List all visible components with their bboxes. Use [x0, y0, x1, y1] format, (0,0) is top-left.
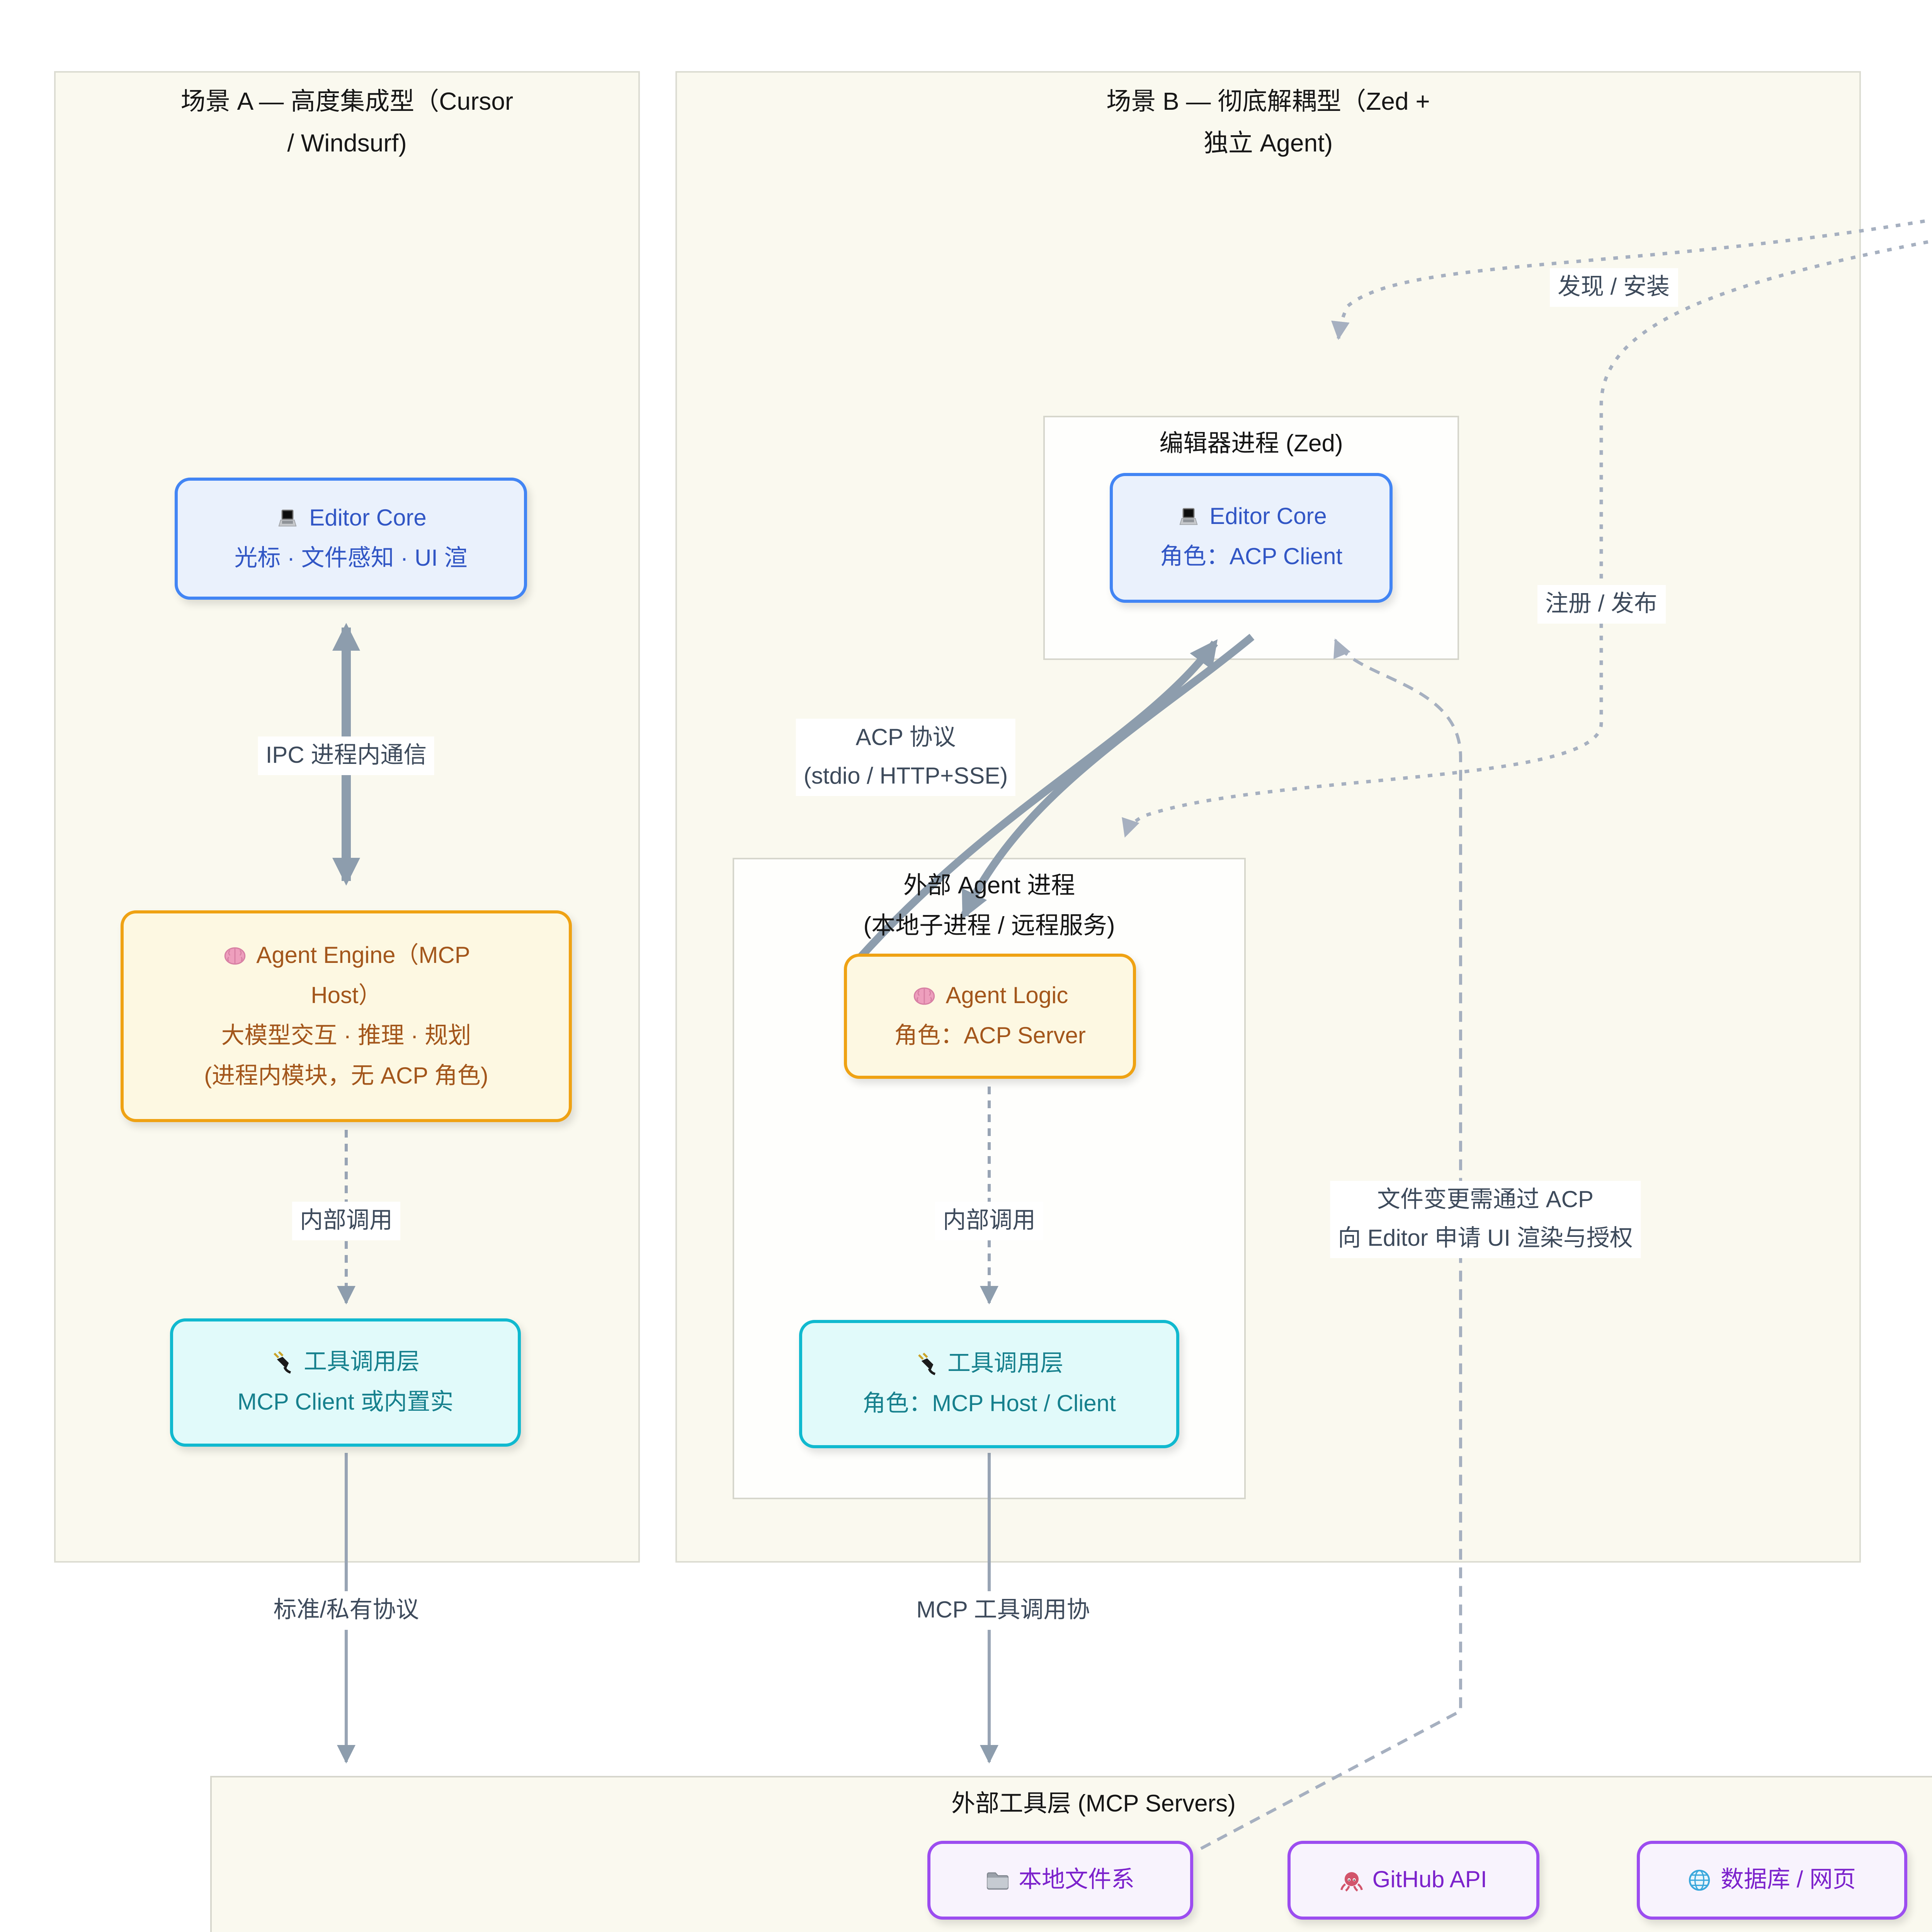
tool-layer-b-role: 角色：MCP Host / Client: [862, 1390, 1116, 1417]
file-change-label: 文件变更需通过 ACP 向 Editor 申请 UI 渲染与授权: [1330, 1181, 1641, 1258]
agent-engine-label-line1: Agent Engine（MCP: [256, 942, 470, 968]
tool-layer-a-node: 工具调用层 MCP Client 或内置实: [170, 1318, 521, 1447]
brain-icon: [912, 986, 937, 1006]
local-filesystem-node: 本地文件系: [927, 1841, 1193, 1920]
editor-process-title: 编辑器进程 (Zed): [1159, 431, 1343, 457]
file-change-label-line2: 向 Editor 申请 UI 渲染与授权: [1338, 1226, 1633, 1252]
mcp-servers-container: 外部工具层 (MCP Servers) 本地文件系 GitHub API: [210, 1776, 1932, 1932]
std-protocol-label: 标准/私有协议: [265, 1591, 427, 1630]
tool-layer-b-node: 工具调用层 角色：MCP Host / Client: [799, 1320, 1179, 1448]
scenario-b-title: 场景 B — 彻底解耦型（Zed + 独立 Agent): [677, 82, 1859, 165]
scenario-a-title-line1: 场景 A — 高度集成型（Cursor: [180, 90, 514, 116]
brain-icon: [222, 946, 247, 966]
tool-layer-b-label: 工具调用层: [947, 1350, 1063, 1376]
acp-protocol-label-line2: (stdio / HTTP+SSE): [803, 764, 1008, 790]
register-publish-label: 注册 / 发布: [1537, 585, 1665, 624]
local-filesystem-label: 本地文件系: [1018, 1866, 1134, 1893]
plug-icon: [271, 1351, 294, 1374]
agent-logic-role: 角色：ACP Server: [894, 1022, 1086, 1049]
editor-core-a-subtitle: 光标 · 文件感知 · UI 渲: [234, 545, 468, 571]
acp-protocol-label-line1: ACP 协议: [855, 725, 956, 751]
laptop-icon: [275, 508, 300, 529]
editor-process-container: 编辑器进程 (Zed) Editor Core 角色：ACP Client: [1043, 416, 1459, 660]
agent-process-title-line1: 外部 Agent 进程: [903, 873, 1075, 900]
agent-engine-desc1: 大模型交互 · 推理 · 规划: [221, 1022, 471, 1049]
editor-core-a-label: Editor Core: [309, 505, 427, 531]
editor-core-b-node: Editor Core 角色：ACP Client: [1110, 473, 1393, 603]
agent-engine-node: Agent Engine（MCP Host） 大模型交互 · 推理 · 规划 (…: [121, 910, 572, 1122]
agent-process-title-line2: (本地子进程 / 远程服务): [863, 913, 1115, 940]
internal-call-b-label: 内部调用: [935, 1202, 1044, 1240]
editor-core-b-label: Editor Core: [1209, 504, 1327, 530]
octopus-icon: [1340, 1869, 1363, 1891]
globe-icon: [1688, 1869, 1711, 1892]
tool-layer-a-subtitle: MCP Client 或内置实: [237, 1389, 454, 1415]
agent-engine-label-line2: Host）: [311, 982, 382, 1009]
editor-core-a-node: Editor Core 光标 · 文件感知 · UI 渲: [175, 478, 527, 600]
file-change-label-line1: 文件变更需通过 ACP: [1377, 1187, 1594, 1213]
scenario-b-title-line1: 场景 B — 彻底解耦型（Zed +: [1106, 90, 1430, 116]
scenario-a-title-line2: / Windsurf): [287, 131, 407, 158]
tool-layer-a-label: 工具调用层: [303, 1349, 420, 1375]
editor-core-b-role: 角色：ACP Client: [1160, 544, 1343, 570]
mcp-protocol-label: MCP 工具调用协: [908, 1591, 1098, 1630]
github-api-label: GitHub API: [1372, 1866, 1487, 1893]
mcp-servers-title: 外部工具层 (MCP Servers): [951, 1791, 1236, 1818]
discover-install-label: 发现 / 安装: [1549, 268, 1678, 307]
agent-logic-node: Agent Logic 角色：ACP Server: [844, 954, 1136, 1079]
folder-icon: [986, 1870, 1009, 1890]
agent-logic-label: Agent Logic: [946, 982, 1068, 1009]
scenario-a-title: 场景 A — 高度集成型（Cursor / Windsurf): [56, 82, 638, 165]
external-agent-process-title: 外部 Agent 进程 (本地子进程 / 远程服务): [734, 867, 1244, 947]
scenario-b-title-line2: 独立 Agent): [1203, 131, 1333, 158]
ipc-label: IPC 进程内通信: [258, 736, 435, 775]
acp-protocol-label: ACP 协议 (stdio / HTTP+SSE): [796, 719, 1016, 796]
github-api-node: GitHub API: [1287, 1841, 1539, 1920]
internal-call-a-label: 内部调用: [292, 1202, 401, 1240]
plug-icon: [915, 1352, 938, 1376]
external-agent-process-container: 外部 Agent 进程 (本地子进程 / 远程服务) Agent Logic 角…: [733, 858, 1246, 1499]
database-web-node: 数据库 / 网页: [1637, 1841, 1907, 1920]
agent-engine-desc2: (进程内模块，无 ACP 角色): [204, 1063, 488, 1089]
laptop-icon: [1175, 507, 1200, 529]
database-web-label: 数据库 / 网页: [1720, 1866, 1856, 1893]
